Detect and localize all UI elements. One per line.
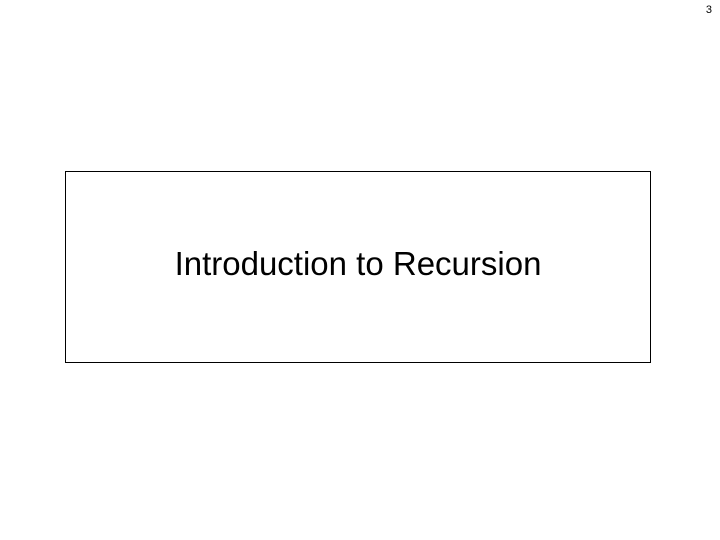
slide-number: 3 xyxy=(705,4,712,16)
slide-title: Introduction to Recursion xyxy=(174,245,542,282)
title-content-box[interactable]: Introduction to Recursion xyxy=(65,171,651,363)
